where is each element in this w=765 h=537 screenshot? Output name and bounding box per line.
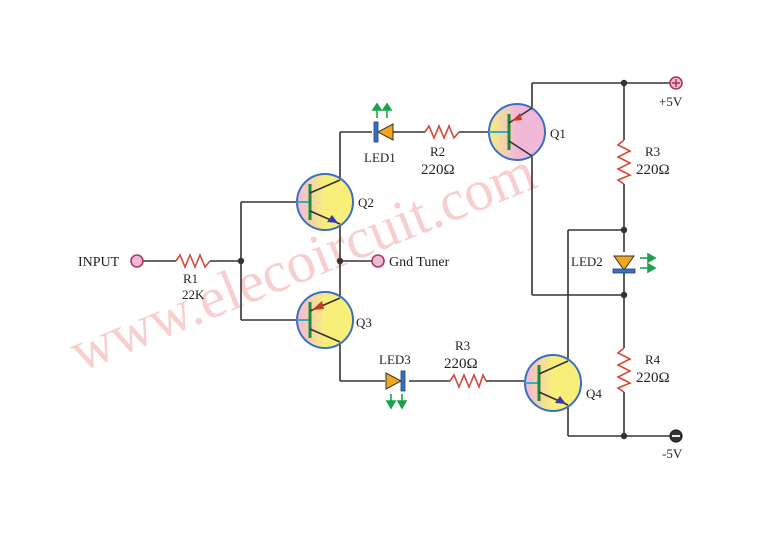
r4-resistor-symbol [616, 347, 632, 393]
q3-transistor-symbol [296, 291, 354, 349]
neg-supply-label: -5V [662, 446, 683, 461]
r3-bottom-name: R3 [455, 338, 470, 353]
q1-transistor-symbol [488, 103, 546, 161]
led3-light-arrows [385, 394, 408, 410]
junction-dots [237, 79, 628, 440]
r2-value: 220Ω [421, 162, 455, 178]
r3-bottom-resistor-symbol [449, 372, 487, 390]
q1-label: Q1 [550, 126, 566, 141]
led2-light-arrows [640, 252, 657, 274]
pos-supply-label: +5V [659, 94, 683, 109]
input-label: INPUT [78, 255, 120, 270]
led1-light-arrows [371, 102, 393, 118]
r2-name: R2 [430, 144, 445, 159]
r3-top-value: 220Ω [636, 162, 670, 178]
r1-value: 22K [182, 287, 205, 302]
gnd-tuner-terminal [371, 254, 385, 268]
q2-transistor-symbol [296, 173, 354, 231]
wires [143, 82, 670, 437]
led3-symbol [385, 370, 408, 410]
r4-value: 220Ω [636, 370, 670, 386]
q4-transistor-symbol [524, 354, 582, 412]
led1-label: LED1 [364, 150, 396, 165]
led2-symbol [612, 252, 657, 274]
r1-resistor-symbol [175, 252, 211, 270]
neg-supply-terminal [669, 429, 683, 443]
r2-resistor-symbol [424, 123, 460, 141]
input-terminal [130, 254, 144, 268]
q4-label: Q4 [586, 386, 602, 401]
pos-supply-terminal [669, 76, 683, 90]
led3-label: LED3 [379, 352, 411, 367]
r3-bottom-value: 220Ω [444, 356, 478, 372]
gnd-tuner-label: Gnd Tuner [389, 255, 450, 270]
r4-name: R4 [645, 352, 661, 367]
q2-label: Q2 [358, 195, 374, 210]
r1-name: R1 [183, 271, 198, 286]
led2-label: LED2 [571, 254, 603, 269]
q3-label: Q3 [356, 315, 372, 330]
r3-top-name: R3 [645, 144, 660, 159]
led1-symbol [371, 102, 394, 143]
r3-top-resistor-symbol [616, 139, 632, 185]
